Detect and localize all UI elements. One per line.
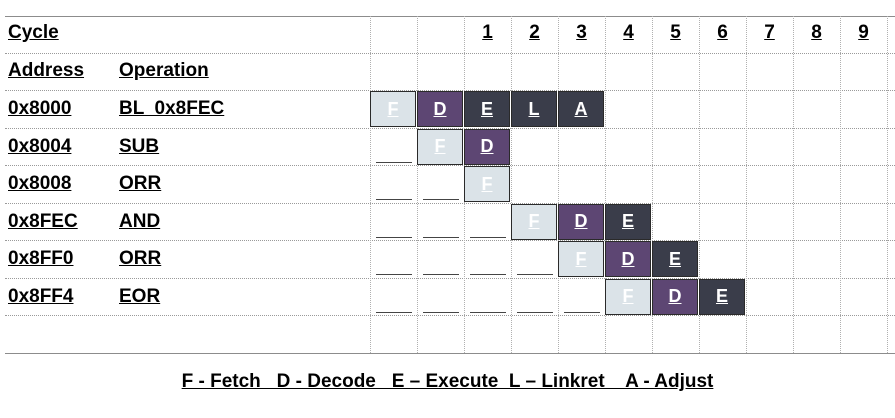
grid-vline — [511, 16, 512, 353]
pipeline-stage-f: F — [605, 278, 651, 315]
cycle-number: 2 — [529, 22, 540, 43]
instruction-address: 0x8008 — [8, 173, 72, 194]
grid-vline — [887, 16, 888, 353]
cycle-header: Cycle — [8, 22, 59, 43]
stall-dash — [517, 274, 553, 275]
pipeline-stage-a: A — [558, 91, 604, 127]
stall-dash — [423, 199, 459, 200]
cycle-number: 1 — [482, 22, 493, 43]
cycle-number: 8 — [811, 22, 822, 43]
grid-hline — [5, 240, 895, 241]
cycle-number: 6 — [717, 22, 728, 43]
grid-hline — [5, 315, 895, 316]
stall-dash — [376, 161, 412, 163]
pipeline-stage-d: D — [652, 278, 698, 315]
pipeline-stage-d: D — [558, 203, 604, 240]
instruction-address: 0x8FF4 — [8, 285, 74, 307]
grid-vline — [840, 16, 841, 353]
pipeline-stage-e: E — [605, 203, 651, 240]
stall-dash — [470, 274, 506, 275]
cycle-number: 5 — [670, 22, 681, 43]
grid-hline — [5, 53, 895, 54]
grid-vline — [605, 16, 606, 353]
cycle-number: 9 — [858, 22, 869, 43]
cycle-number: 4 — [623, 22, 634, 43]
address-header: Address — [8, 60, 85, 81]
pipeline-stage-f: F — [558, 241, 604, 277]
grid-vline — [558, 16, 559, 353]
stall-dash — [376, 236, 412, 238]
grid-hline — [5, 353, 895, 354]
stall-dash — [517, 312, 553, 313]
stall-dash — [423, 312, 459, 313]
instruction-operation: EOR — [119, 285, 161, 307]
grid-vline — [699, 16, 700, 353]
pipeline-stage-d: D — [417, 91, 463, 127]
pipeline-stage-e: E — [652, 241, 698, 277]
grid-vline — [746, 16, 747, 353]
grid-vline — [370, 16, 371, 353]
pipeline-stage-f: F — [511, 203, 557, 240]
grid-hline — [5, 278, 895, 279]
legend: F - Fetch D - Decode E – Execute L – Lin… — [181, 371, 714, 392]
grid-vline — [417, 16, 418, 353]
stall-dash — [564, 312, 600, 313]
stall-dash — [470, 312, 506, 313]
grid-vline — [652, 16, 653, 353]
pipeline-stage-f: F — [370, 91, 416, 127]
instruction-operation: ORR — [119, 173, 162, 194]
instruction-operation: AND — [119, 210, 161, 232]
instruction-address: 0x8FF0 — [8, 248, 74, 269]
pipeline-stage-f: F — [464, 166, 510, 202]
pipeline-stage-e: E — [699, 278, 745, 315]
pipeline-stage-l: L — [511, 91, 557, 127]
instruction-address: 0x8FEC — [8, 210, 78, 232]
instruction-address: 0x8004 — [8, 135, 72, 157]
pipeline-stage-d: D — [605, 241, 651, 277]
cycle-number: 3 — [576, 22, 587, 43]
grid-hline — [5, 16, 895, 17]
stall-dash — [376, 274, 412, 275]
grid-vline — [793, 16, 794, 353]
stall-dash — [470, 236, 506, 238]
instruction-address: 0x8000 — [8, 98, 72, 119]
stall-dash — [423, 274, 459, 275]
instruction-operation: BL 0x8FEC — [119, 98, 225, 119]
grid-hline — [5, 90, 895, 91]
stall-dash — [376, 312, 412, 313]
stall-dash — [376, 199, 412, 200]
cycle-number: 7 — [764, 22, 775, 43]
instruction-operation: ORR — [119, 248, 162, 269]
operation-header: Operation — [119, 60, 209, 81]
pipeline-stage-e: E — [464, 91, 510, 127]
stall-dash — [423, 236, 459, 238]
grid-hline — [5, 165, 895, 166]
instruction-operation: SUB — [119, 135, 160, 157]
grid-hline — [5, 203, 895, 204]
pipeline-stage-d: D — [464, 128, 510, 165]
pipeline-stage-f: F — [417, 128, 463, 165]
